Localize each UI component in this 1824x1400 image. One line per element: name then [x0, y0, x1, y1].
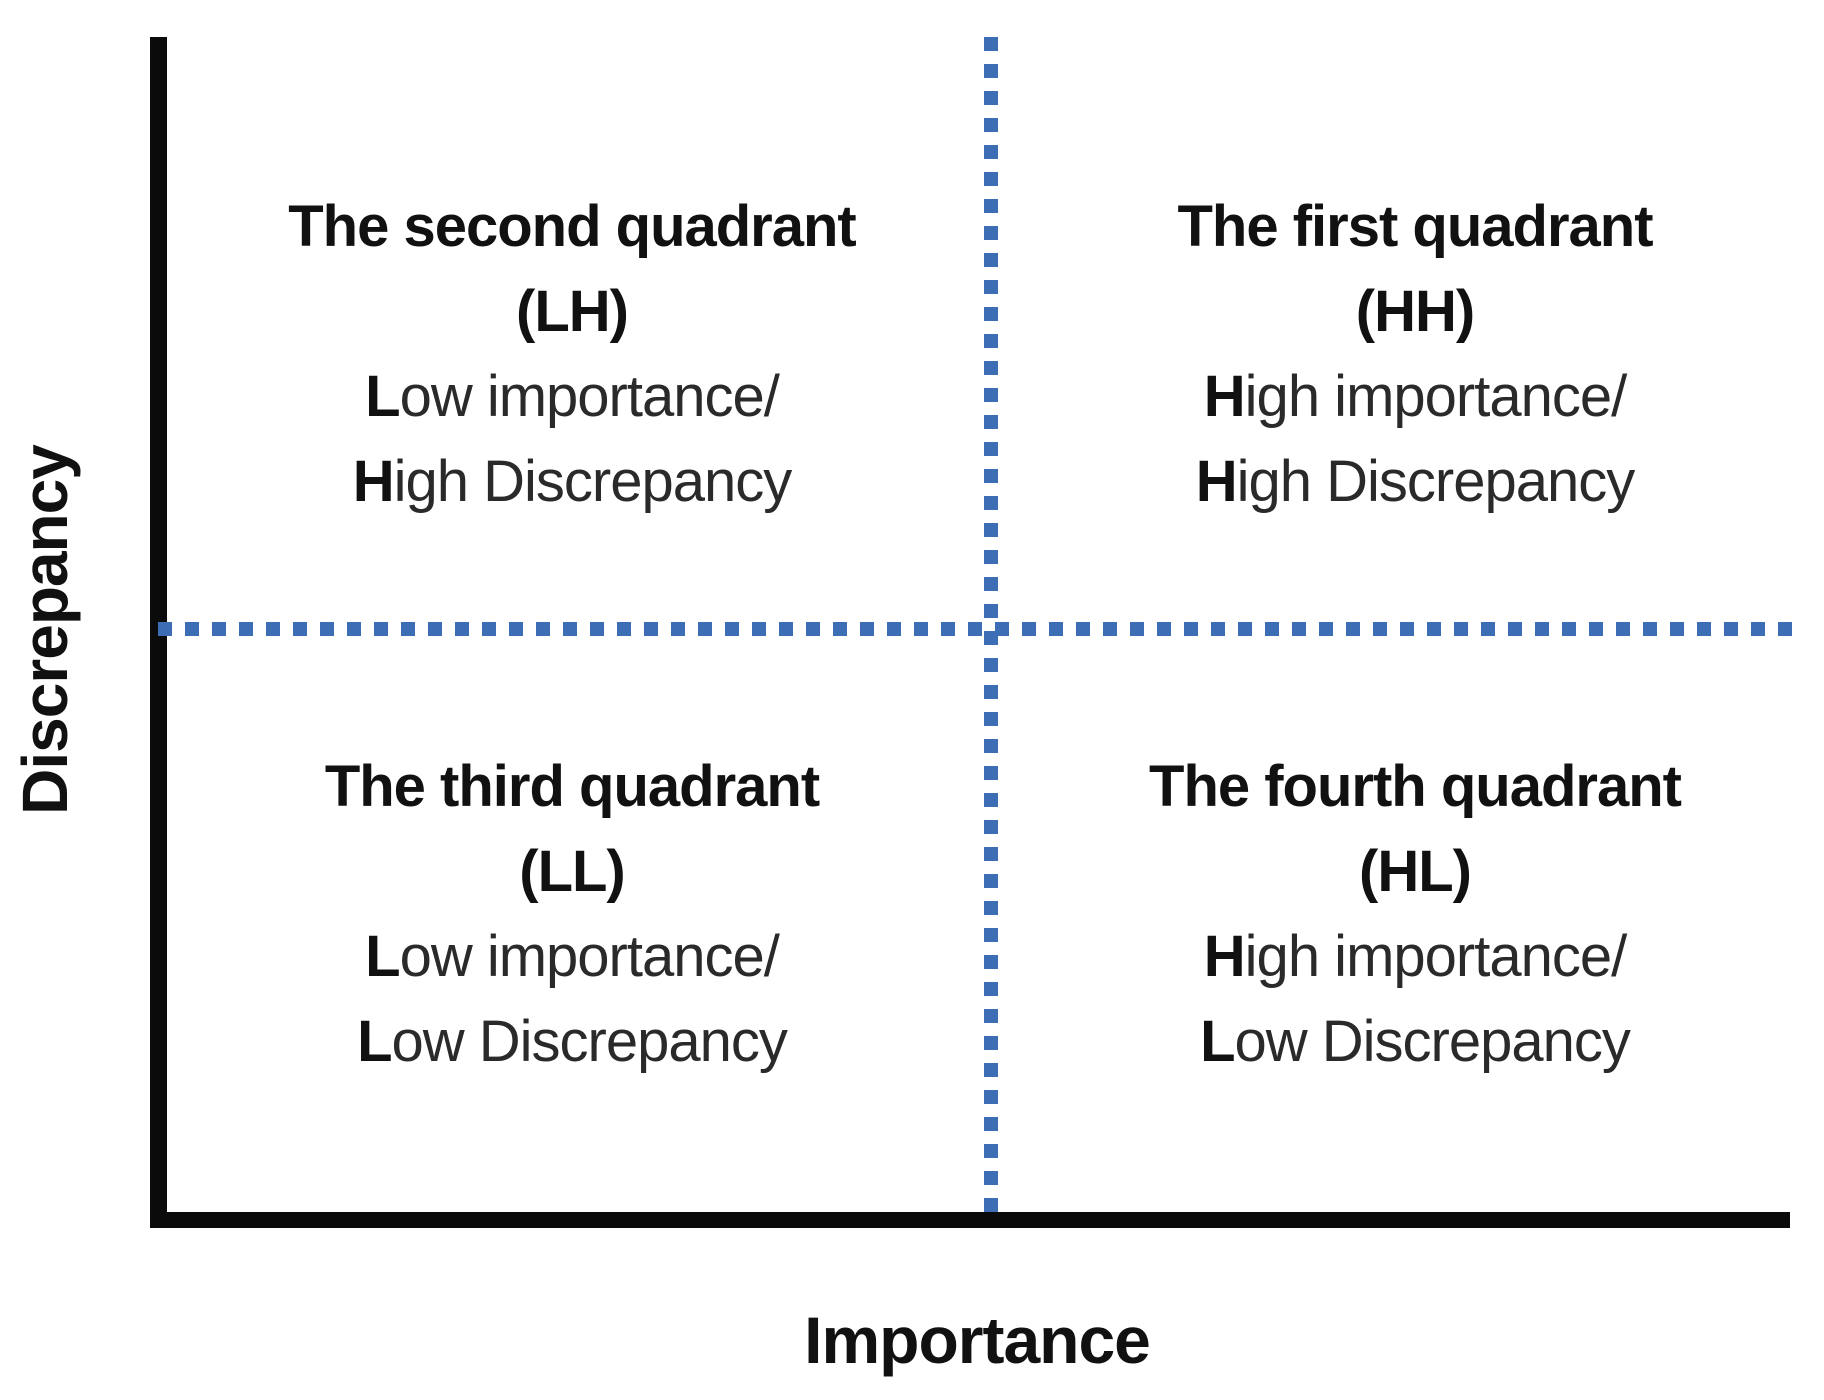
quadrant-code: (LH): [516, 279, 629, 344]
desc-lead-letter: H: [1203, 924, 1246, 989]
quadrant-third-LL: The third quadrant (LL) Low importance/ …: [222, 744, 922, 1084]
quadrant-first-HH: The first quadrant (HH) High importance/…: [1065, 184, 1765, 524]
horizontal-dotted-divider: [158, 622, 1798, 636]
quadrant-desc-line2: High Discrepancy: [1065, 439, 1765, 524]
desc-rest: igh importance/: [1244, 364, 1628, 429]
desc-lead-letter: H: [1195, 449, 1238, 514]
quadrant-desc-line1: Low importance/: [222, 914, 922, 999]
quadrant-title: The third quadrant: [324, 754, 820, 819]
quadrant-desc-line2: Low Discrepancy: [1065, 999, 1765, 1084]
desc-rest: ow Discrepancy: [1234, 1009, 1631, 1074]
quadrant-fourth-HL: The fourth quadrant (HL) High importance…: [1065, 744, 1765, 1084]
quadrant-desc-line1: High importance/: [1065, 914, 1765, 999]
quadrant-code: (HL): [1359, 839, 1472, 904]
desc-rest: igh Discrepancy: [393, 449, 793, 514]
desc-lead-letter: L: [365, 364, 400, 429]
desc-rest: igh Discrepancy: [1236, 449, 1636, 514]
desc-lead-letter: L: [1200, 1009, 1235, 1074]
desc-rest: ow Discrepancy: [391, 1009, 788, 1074]
quadrant-desc-line2: High Discrepancy: [222, 439, 922, 524]
quadrant-code: (HH): [1355, 279, 1475, 344]
x-axis-label: Importance: [804, 1303, 1151, 1377]
desc-lead-letter: H: [352, 449, 395, 514]
desc-rest: ow importance/: [399, 924, 780, 989]
quadrant-desc-line1: Low importance/: [222, 354, 922, 439]
quadrant-desc-line1: High importance/: [1065, 354, 1765, 439]
desc-rest: igh importance/: [1244, 924, 1628, 989]
quadrant-second-LH: The second quadrant (LH) Low importance/…: [222, 184, 922, 524]
desc-rest: ow importance/: [399, 364, 780, 429]
y-axis-label: Discrepancy: [9, 445, 81, 815]
quadrant-title: The second quadrant: [288, 194, 857, 259]
desc-lead-letter: L: [365, 924, 400, 989]
x-axis-line: [150, 1212, 1790, 1228]
desc-lead-letter: L: [357, 1009, 392, 1074]
quadrant-desc-line2: Low Discrepancy: [222, 999, 922, 1084]
quadrant-title: The fourth quadrant: [1149, 754, 1682, 819]
quadrant-code: (LL): [519, 839, 626, 904]
desc-lead-letter: H: [1203, 364, 1246, 429]
quadrant-title: The first quadrant: [1177, 194, 1653, 259]
